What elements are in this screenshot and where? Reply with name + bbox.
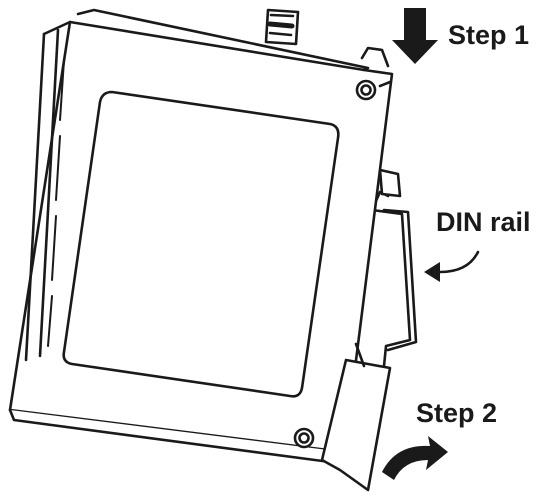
- front-panel: [62, 90, 340, 398]
- top-connector: [264, 8, 300, 46]
- screw-bottom-right: [293, 427, 315, 449]
- bottom-plate: [320, 358, 392, 492]
- step-2-label: Step 2: [416, 398, 498, 428]
- arrow-down-icon: [392, 8, 438, 64]
- rotate-arrow-icon: [382, 436, 448, 480]
- step-1-label: Step 1: [448, 20, 530, 50]
- din-rail: [370, 184, 418, 368]
- rail-clip-top: [378, 168, 402, 198]
- curved-arrow-icon: [424, 250, 480, 282]
- side-vents: [47, 59, 65, 347]
- screw-top-right: [355, 79, 377, 101]
- top-latch: [360, 46, 390, 68]
- din-rail-label: DIN rail: [436, 207, 531, 237]
